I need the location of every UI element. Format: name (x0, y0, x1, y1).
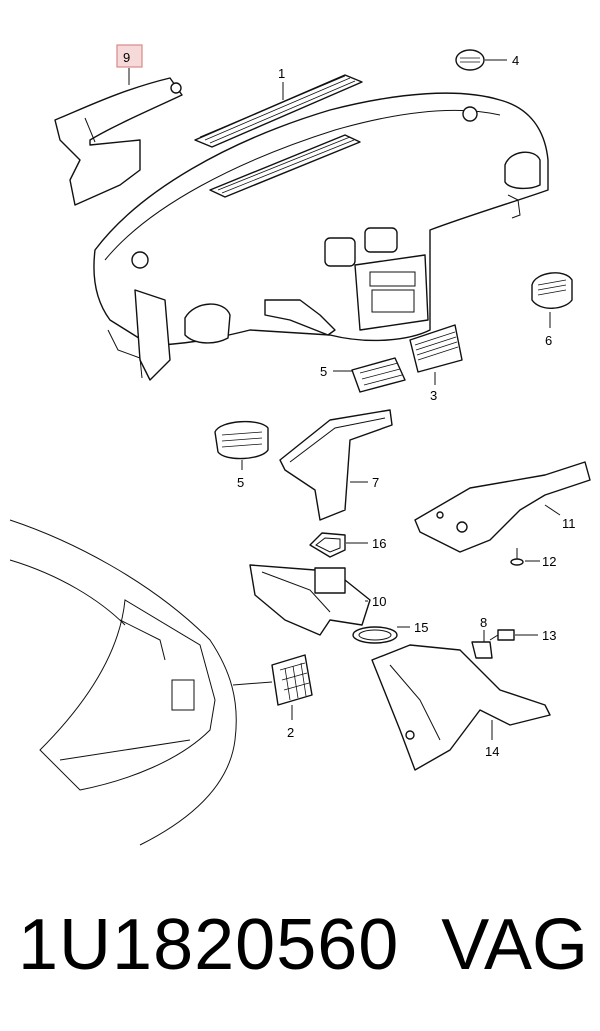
gasket-part-16 (309, 532, 346, 558)
grille-part-2 (271, 654, 313, 706)
duct-part-9 (54, 77, 183, 206)
callout-6: 6 (545, 333, 552, 348)
callout-3: 3 (430, 388, 437, 403)
brand-label: VAG (441, 905, 588, 985)
callout-13: 13 (542, 628, 556, 643)
clip-part-8 (471, 641, 493, 659)
callout-5a: 5 (320, 364, 327, 379)
callout-10: 10 (372, 594, 386, 609)
defroster-grille (199, 75, 356, 144)
bolt-part-13 (489, 629, 515, 641)
screw-part-12 (510, 548, 524, 566)
callout-9: 9 (123, 50, 130, 65)
vent-part-5-lower (214, 420, 269, 460)
callout-11: 11 (562, 516, 576, 531)
callout-1: 1 (278, 66, 285, 81)
parts-diagram: 9 4 1 6 3 (9, 44, 591, 846)
callout-16: 16 (372, 536, 386, 551)
callout-15: 15 (414, 620, 428, 635)
bracket-part-11 (414, 461, 591, 553)
vent-part-3 (409, 324, 463, 373)
callout-5b: 5 (237, 475, 244, 490)
trunk-view (9, 519, 237, 846)
vent-part-6 (531, 272, 573, 309)
glovebox-part-10 (249, 564, 371, 636)
duct-part-7 (279, 409, 393, 521)
seal-part-15 (352, 626, 398, 644)
highlight-box-9 (116, 44, 143, 68)
callout-8: 8 (480, 615, 487, 630)
callout-12: 12 (542, 554, 556, 569)
vent-part-5-upper (351, 357, 406, 393)
panel-part-14 (371, 644, 551, 771)
round-grille-part-4 (455, 49, 485, 71)
callout-2: 2 (287, 725, 294, 740)
callout-4: 4 (512, 53, 519, 68)
footer: 1U1820560 VAG (18, 900, 588, 990)
dashboard-assembly (93, 74, 549, 381)
callout-7: 7 (372, 475, 379, 490)
callout-14: 14 (485, 744, 499, 759)
part-number: 1U1820560 (18, 905, 400, 985)
